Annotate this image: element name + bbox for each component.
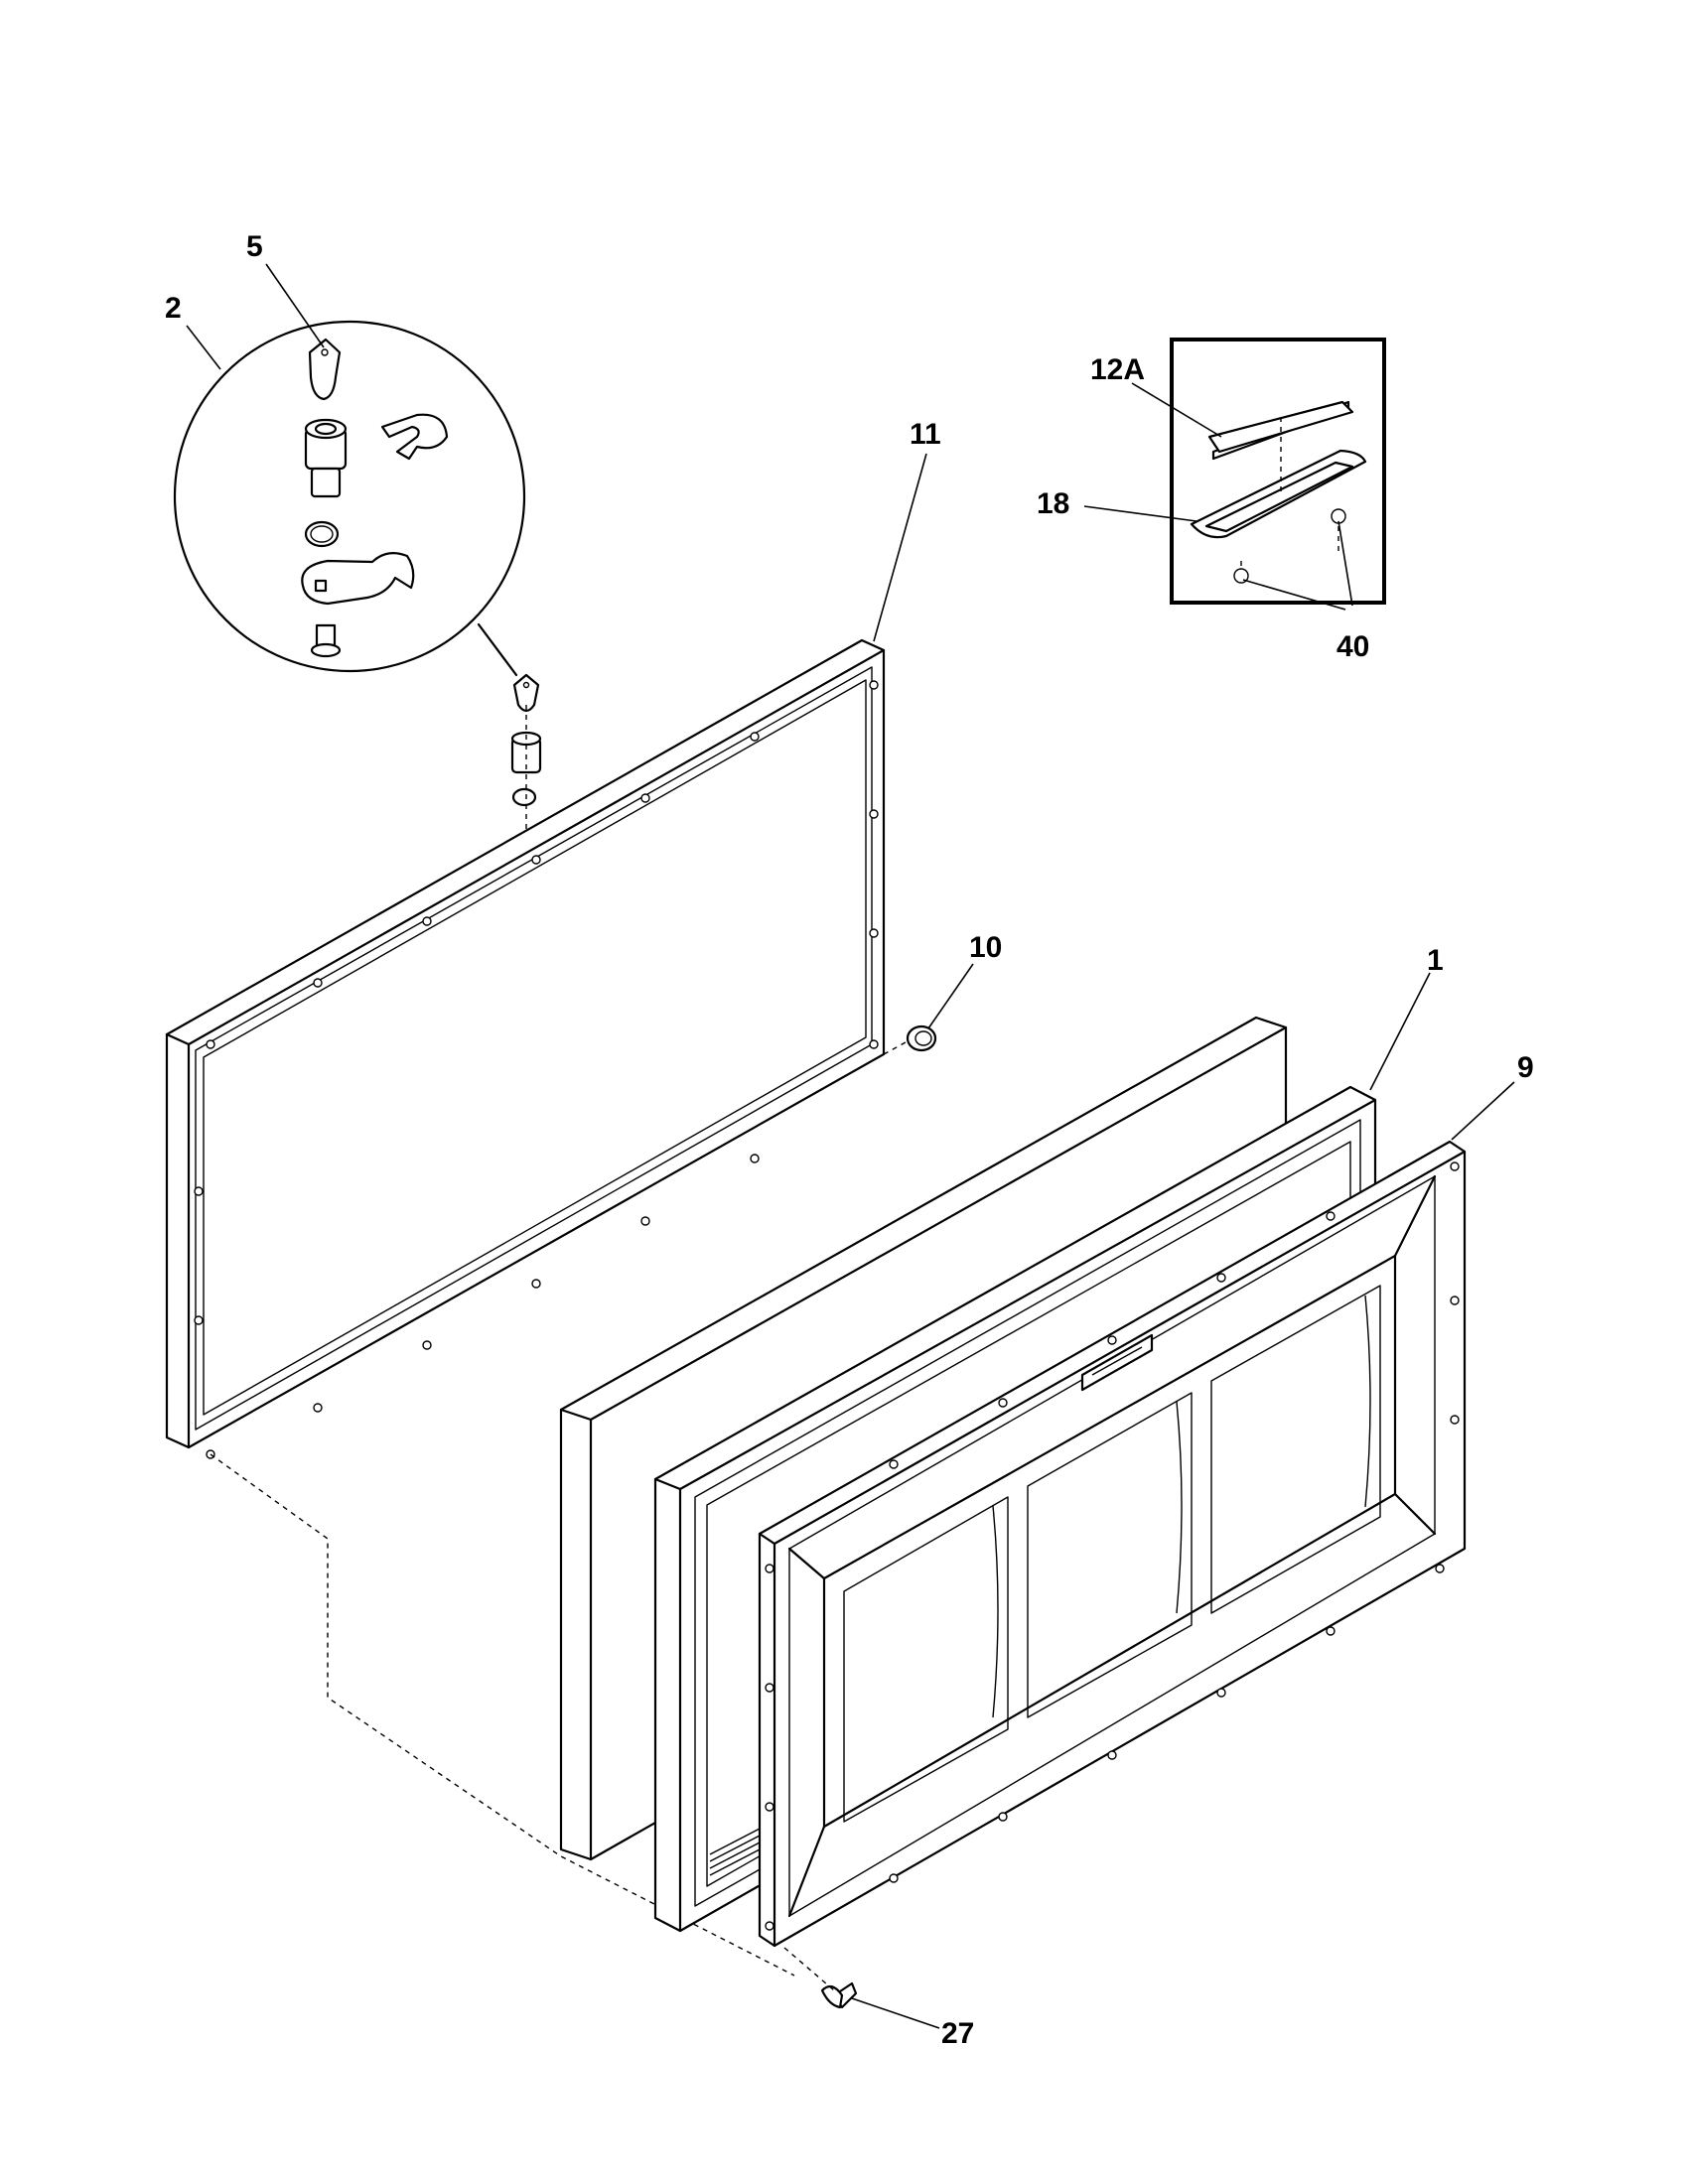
callout-5: 5 <box>246 230 263 263</box>
callout-9: 9 <box>1517 1051 1534 1084</box>
leader-lines <box>186 263 1515 2029</box>
callout-27: 27 <box>941 2017 975 2050</box>
callout-12a: 12A <box>1090 353 1146 386</box>
lock-detail-circle <box>173 320 526 677</box>
callout-18: 18 <box>1037 487 1070 520</box>
callout-1: 1 <box>1427 944 1444 977</box>
callout-10: 10 <box>969 931 1003 964</box>
door-panel-holes <box>765 1161 1460 1931</box>
door-panel <box>758 1140 1467 1948</box>
callout-40: 40 <box>1336 630 1370 663</box>
gasket-frame-holes <box>194 680 879 1459</box>
bumper-button <box>883 1024 937 1055</box>
callout-11: 11 <box>910 418 941 451</box>
handle-detail-box <box>1170 338 1386 605</box>
callout-2: 2 <box>165 292 182 325</box>
door-screw <box>783 1947 858 2009</box>
door-frame-vents <box>709 1828 761 1876</box>
